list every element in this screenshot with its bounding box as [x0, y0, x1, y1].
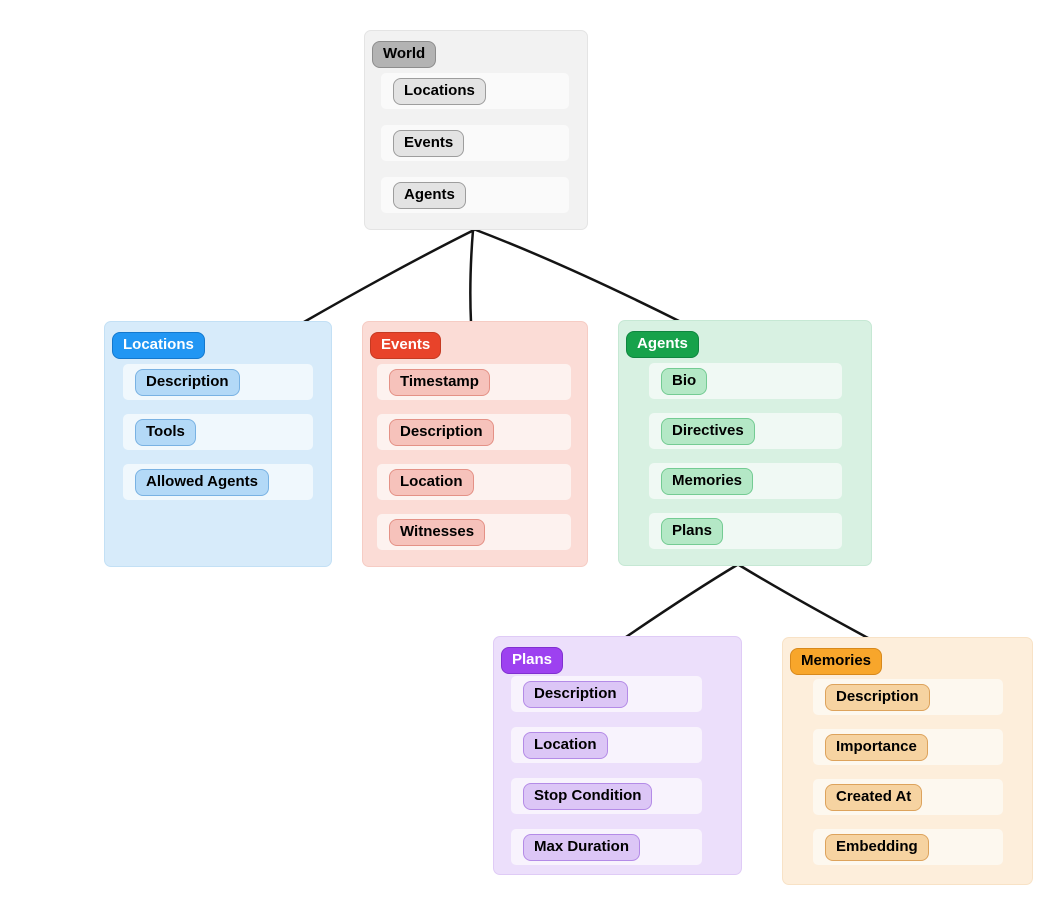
node-memories-row: Description — [813, 679, 1003, 715]
node-agents-row: Bio — [649, 363, 842, 399]
node-locations-row: Description — [123, 364, 313, 400]
node-memories-row: Created At — [813, 779, 1003, 815]
node-plans-row: Description — [511, 676, 702, 712]
node-plans-row: Max Duration — [511, 829, 702, 865]
node-events-row: Description — [377, 414, 571, 450]
node-events-row: Location — [377, 464, 571, 500]
node-locations-item-allowed-agents[interactable]: Allowed Agents — [135, 468, 269, 496]
node-agents-item-directives[interactable]: Directives — [661, 417, 755, 445]
node-events-item-description[interactable]: Description — [389, 418, 494, 446]
node-agents-row: Directives — [649, 413, 842, 449]
edge-world-agents — [474, 228, 683, 324]
node-world-row: Events — [381, 125, 569, 161]
node-world-item-agents[interactable]: Agents — [393, 181, 466, 209]
node-agents-item-memories[interactable]: Memories — [661, 467, 754, 495]
node-memories-title[interactable]: Memories — [790, 648, 883, 675]
node-plans-item-stop-condition[interactable]: Stop Condition — [523, 782, 653, 810]
node-memories-item-description[interactable]: Description — [825, 683, 930, 711]
node-locations-item-description[interactable]: Description — [135, 368, 240, 396]
node-agents-row: Memories — [649, 463, 842, 499]
node-world-row: Agents — [381, 177, 569, 213]
node-events-item-witnesses[interactable]: Witnesses — [389, 518, 486, 546]
node-locations-item-tools[interactable]: Tools — [135, 418, 196, 446]
node-plans-row: Stop Condition — [511, 778, 702, 814]
node-plans-title[interactable]: Plans — [501, 647, 564, 674]
node-plans-item-location[interactable]: Location — [523, 731, 608, 759]
node-events-item-timestamp[interactable]: Timestamp — [389, 368, 490, 396]
node-events-row: Witnesses — [377, 514, 571, 550]
node-events-row: Timestamp — [377, 364, 571, 400]
edge-agents-plans — [624, 563, 739, 639]
node-memories-row: Importance — [813, 729, 1003, 765]
edge-agents-memories — [737, 563, 870, 640]
node-memories-item-created-at[interactable]: Created At — [825, 783, 923, 811]
node-locations-title[interactable]: Locations — [112, 332, 205, 359]
node-locations-row: Tools — [123, 414, 313, 450]
node-plans-item-max-duration[interactable]: Max Duration — [523, 833, 641, 861]
node-agents-item-bio[interactable]: Bio — [661, 367, 708, 395]
node-world-title[interactable]: World — [372, 41, 437, 68]
node-memories-item-importance[interactable]: Importance — [825, 733, 928, 761]
node-events-title[interactable]: Events — [370, 332, 442, 359]
node-world-row: Locations — [381, 73, 569, 109]
node-agents-item-plans[interactable]: Plans — [661, 517, 724, 545]
node-plans-item-description[interactable]: Description — [523, 680, 628, 708]
edge-world-events — [469, 228, 475, 324]
node-events-item-location[interactable]: Location — [389, 468, 474, 496]
node-world-item-events[interactable]: Events — [393, 129, 465, 157]
node-memories-row: Embedding — [813, 829, 1003, 865]
node-agents-title[interactable]: Agents — [626, 331, 699, 358]
node-locations-row: Allowed Agents — [123, 464, 313, 500]
edge-world-locations — [302, 228, 476, 324]
node-world-item-locations[interactable]: Locations — [393, 77, 486, 105]
node-memories-item-embedding[interactable]: Embedding — [825, 833, 929, 861]
node-plans-row: Location — [511, 727, 702, 763]
node-agents-row: Plans — [649, 513, 842, 549]
